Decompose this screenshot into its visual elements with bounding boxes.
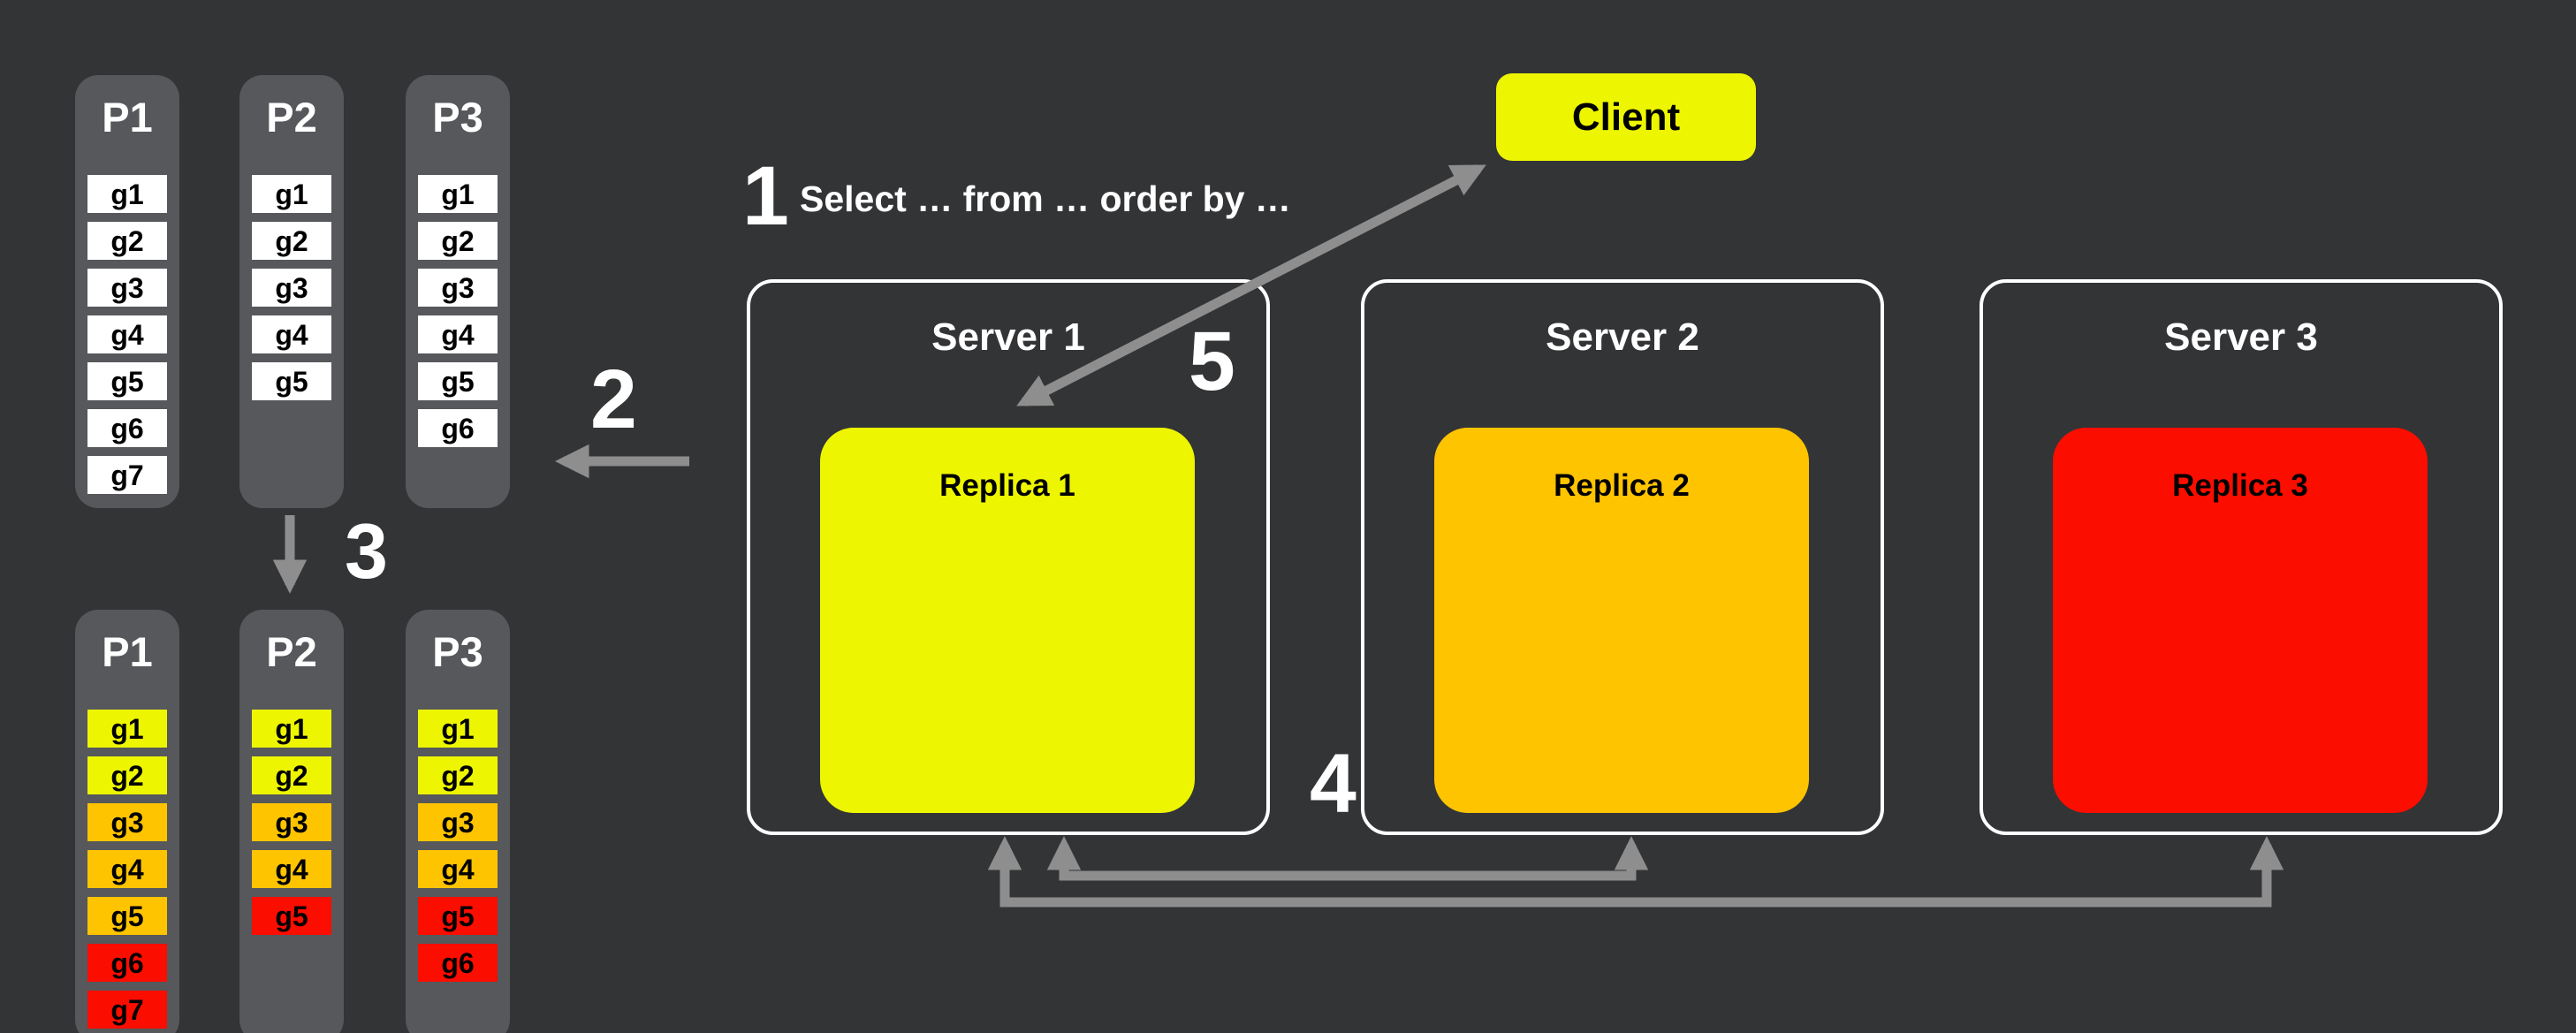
arrow-step4-server2-server1	[1046, 836, 1649, 881]
partition-cell-g2: g2	[252, 756, 331, 794]
partition-cell-g4: g4	[252, 850, 331, 888]
replica-2-box: Replica 2	[1434, 428, 1809, 813]
partition-column-before-p1: P1 g1 g2 g3 g4 g5 g6 g7	[75, 75, 179, 508]
partition-cell-g4: g4	[252, 315, 331, 353]
partition-cell-g5: g5	[87, 897, 167, 935]
partition-cell-g1: g1	[87, 175, 167, 213]
partition-column-before-p2: P2 g1 g2 g3 g4 g5	[239, 75, 344, 508]
partition-cell-g1: g1	[252, 175, 331, 213]
partition-cell-g3: g3	[418, 803, 498, 841]
partition-cell-g6: g6	[87, 944, 167, 982]
partition-cell-g1: g1	[252, 710, 331, 748]
partition-cell-g3: g3	[418, 269, 498, 307]
server-3-box: Server 3 Replica 3	[1979, 279, 2503, 835]
server-2-box: Server 2 Replica 2	[1361, 279, 1884, 835]
partition-cells: g1 g2 g3 g4 g5 g6 g7	[75, 175, 179, 503]
step-1-query-text: Select … from … order by …	[800, 178, 1291, 219]
replica-1-label: Replica 1	[939, 468, 1075, 503]
replica-2-label: Replica 2	[1554, 468, 1690, 503]
partition-cell-g1: g1	[418, 710, 498, 748]
partition-label: P1	[102, 94, 153, 141]
partition-cell-g5: g5	[418, 897, 498, 935]
server-1-box: Server 1 Replica 1	[747, 279, 1270, 835]
partition-column-after-p2: P2 g1 g2 g3 g4 g5	[239, 610, 344, 1033]
partition-cell-g2: g2	[252, 222, 331, 260]
partition-cells: g1 g2 g3 g4 g5	[239, 710, 344, 944]
client-label: Client	[1571, 95, 1681, 139]
partition-cell-g4: g4	[87, 850, 167, 888]
partition-column-after-p1: P1 g1 g2 g3 g4 g5 g6 g7	[75, 610, 179, 1033]
partition-cell-g5: g5	[252, 362, 331, 400]
partition-cell-g5: g5	[87, 362, 167, 400]
partition-cells: g1 g2 g3 g4 g5 g6	[406, 710, 510, 991]
partition-cell-g6: g6	[418, 944, 498, 982]
step-3-number: 3	[345, 507, 388, 595]
partition-cells: g1 g2 g3 g4 g5 g6	[406, 175, 510, 456]
step-2-number: 2	[590, 353, 637, 446]
partition-cell-g1: g1	[87, 710, 167, 748]
partition-cell-g6: g6	[418, 409, 498, 447]
partition-cell-g4: g4	[418, 315, 498, 353]
partition-cell-g3: g3	[252, 269, 331, 307]
partition-column-before-p3: P3 g1 g2 g3 g4 g5 g6	[406, 75, 510, 508]
client-box: Client	[1496, 73, 1756, 161]
partition-label: P2	[266, 94, 317, 141]
partition-column-after-p3: P3 g1 g2 g3 g4 g5 g6	[406, 610, 510, 1033]
partition-label: P3	[432, 94, 483, 141]
replica-1-box: Replica 1	[820, 428, 1195, 813]
server-3-label: Server 3	[2164, 315, 2318, 359]
partition-cell-g2: g2	[418, 756, 498, 794]
partition-label: P3	[432, 628, 483, 675]
step-4-number: 4	[1310, 737, 1356, 831]
partition-cell-g7: g7	[87, 456, 167, 494]
partition-cell-g1: g1	[418, 175, 498, 213]
partition-cell-g5: g5	[252, 897, 331, 935]
partition-label: P2	[266, 628, 317, 675]
partition-cell-g2: g2	[87, 756, 167, 794]
partition-cell-g3: g3	[252, 803, 331, 841]
partition-cell-g3: g3	[87, 803, 167, 841]
partition-cell-g3: g3	[87, 269, 167, 307]
partition-cell-g4: g4	[87, 315, 167, 353]
partition-cell-g6: g6	[87, 409, 167, 447]
step-1-number: 1	[742, 149, 789, 243]
replica-3-box: Replica 3	[2053, 428, 2428, 813]
server-2-label: Server 2	[1546, 315, 1699, 359]
partition-cell-g5: g5	[418, 362, 498, 400]
partition-label: P1	[102, 628, 153, 675]
partition-cell-g2: g2	[418, 222, 498, 260]
partition-cell-g2: g2	[87, 222, 167, 260]
replica-3-label: Replica 3	[2172, 468, 2308, 503]
partition-cell-g4: g4	[418, 850, 498, 888]
server-1-label: Server 1	[931, 315, 1085, 359]
partition-cells: g1 g2 g3 g4 g5	[239, 175, 344, 409]
arrow-step4-server3-server1	[987, 836, 2284, 908]
partition-cells: g1 g2 g3 g4 g5 g6 g7	[75, 710, 179, 1033]
partition-cell-g7: g7	[87, 991, 167, 1029]
